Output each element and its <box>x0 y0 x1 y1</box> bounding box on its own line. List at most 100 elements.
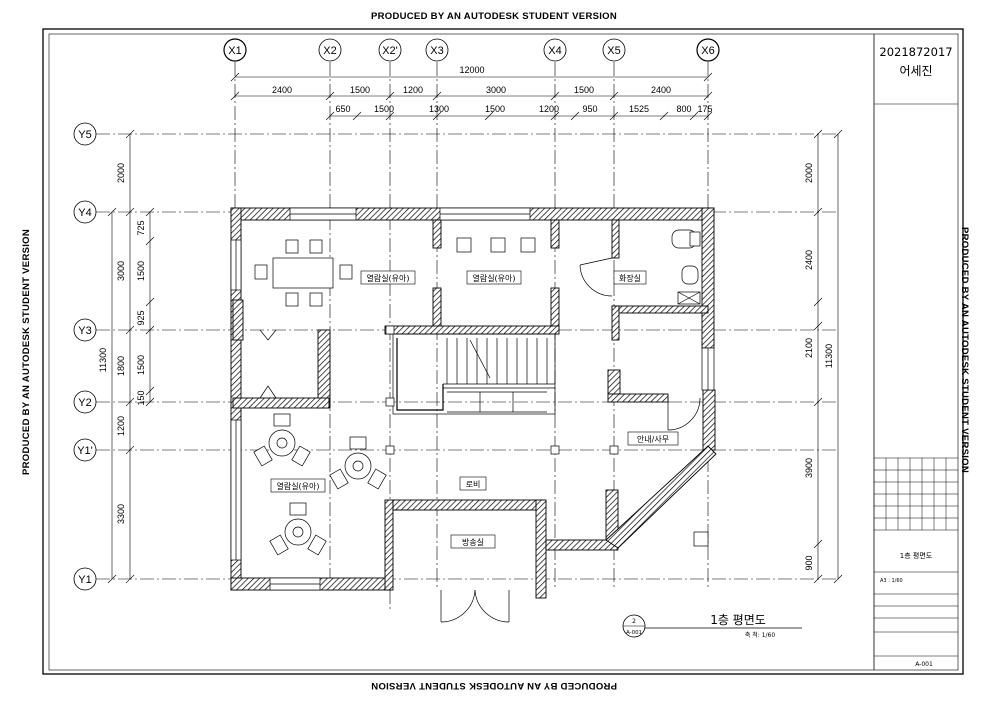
dim-left-3: 1200 <box>116 416 126 436</box>
grid-bubbles-x: X1 X2 X2' X3 X4 X5 X6 <box>223 38 720 62</box>
toilet-fixtures <box>671 229 701 305</box>
grid-bubble-y1p <box>73 438 97 462</box>
dim-right-4: 900 <box>804 555 814 570</box>
dim-left-in-3: 1500 <box>136 355 146 375</box>
dimension-lines-left <box>107 129 155 584</box>
grid-bubble-x2p <box>378 38 402 62</box>
dim-top1-3: 3000 <box>486 85 506 95</box>
grid-label-y4: Y4 <box>78 207 91 219</box>
dim-top2-4: 1200 <box>539 104 559 114</box>
watermark-top: PRODUCED BY AN AUTODESK STUDENT VERSION <box>371 11 617 22</box>
dim-top2-1: 1500 <box>374 104 394 114</box>
student-id: 2021872017 <box>879 45 952 59</box>
grid-label-y1p: Y1' <box>77 445 93 457</box>
dim-top2-7: 800 <box>676 104 691 114</box>
grid-label-x2: X2 <box>323 45 336 57</box>
sheet-border-inner <box>48 33 959 671</box>
room-restroom: 화장실 <box>619 273 641 283</box>
grid-bubble-y2 <box>73 390 97 414</box>
columns <box>385 325 709 547</box>
tb-scale: A3 : 1/60 <box>880 578 903 584</box>
dimension-lines-right <box>813 129 843 584</box>
room-reading-2: 열람실(유아) <box>472 273 515 283</box>
furniture-reading-2 <box>456 237 536 253</box>
watermark-bottom: PRODUCED BY AN AUTODESK STUDENT VERSION <box>371 680 617 691</box>
grid-label-x1: X1 <box>228 45 241 57</box>
grid-bubble-x3 <box>425 38 449 62</box>
room-broadcast: 방송실 <box>462 537 484 547</box>
dim-right-0: 2000 <box>804 163 814 183</box>
dim-top1-0: 2400 <box>272 85 292 95</box>
dim-left-in-4: 150 <box>136 390 146 405</box>
dim-top1-4: 1500 <box>574 85 594 95</box>
dim-top2-5: 950 <box>582 104 597 114</box>
dim-right-2: 2100 <box>804 338 814 358</box>
sheet-border-outer <box>42 28 964 675</box>
grid-bubble-y4 <box>73 200 97 224</box>
dim-left-in-0: 725 <box>136 220 146 235</box>
grid-lines <box>96 62 838 610</box>
drawing-title: 2 A-001 1층 평면도 축 척: 1/60 <box>622 613 802 639</box>
grid-label-y3: Y3 <box>78 325 91 337</box>
grid-label-x6: X6 <box>701 45 714 57</box>
dim-top2-6: 1525 <box>629 104 649 114</box>
dim-top1-5: 2400 <box>651 85 671 95</box>
room-reading-3: 열람실(유아) <box>276 481 319 491</box>
dim-top2-0: 650 <box>335 104 350 114</box>
student-name: 어세진 <box>899 64 932 78</box>
furniture-reading-1 <box>254 239 353 307</box>
watermark-left: PRODUCED BY AN AUTODESK STUDENT VERSION <box>21 229 32 475</box>
section-marker-num: 2 <box>632 618 636 625</box>
grid-label-x5: X5 <box>607 45 620 57</box>
title-block <box>874 103 958 657</box>
grid-bubble-x4 <box>543 38 567 62</box>
grid-label-x4: X4 <box>548 45 561 57</box>
room-info: 안내/사무 <box>637 434 669 444</box>
grid-label-y5: Y5 <box>78 129 91 141</box>
grid-label-y2: Y2 <box>78 397 91 409</box>
dim-right-1: 2400 <box>804 250 814 270</box>
dim-left-2: 1800 <box>116 356 126 376</box>
grid-bubble-y5 <box>73 122 97 146</box>
dim-top2-8: 175 <box>697 104 712 114</box>
room-reading-1: 열람실(유아) <box>366 273 409 283</box>
walls <box>230 207 716 599</box>
grid-bubble-x2 <box>318 38 342 62</box>
grid-bubble-x5 <box>602 38 626 62</box>
section-marker-sheet: A-001 <box>626 630 642 636</box>
grid-label-y1: Y1 <box>78 574 91 586</box>
dim-right-3: 3900 <box>804 458 814 478</box>
dim-left-in-2: 925 <box>136 310 146 325</box>
dim-left-total: 11300 <box>98 348 108 372</box>
dim-left-in-1: 1500 <box>136 261 146 281</box>
stairs <box>392 333 556 415</box>
dim-left-1: 3000 <box>116 261 126 281</box>
dim-top2-2: 1300 <box>429 104 449 114</box>
tb-sheet-no: A-001 <box>915 661 933 668</box>
dim-top-total: 12000 <box>459 65 484 75</box>
grid-bubbles-y: Y5 Y4 Y3 Y2 Y1' Y1 <box>73 122 97 591</box>
windows <box>230 207 715 591</box>
grid-label-x3: X3 <box>430 45 443 57</box>
dim-top1-2: 1200 <box>403 85 423 95</box>
grid-bubble-y3 <box>73 318 97 342</box>
grid-label-x2p: X2' <box>382 45 398 57</box>
furniture-reading-3 <box>253 413 387 556</box>
tb-drawing-name: 1층 평면도 <box>900 551 933 560</box>
grid-bubble-x1 <box>223 38 247 62</box>
dimension-lines-top <box>230 72 713 121</box>
dim-right-total: 11300 <box>824 344 834 368</box>
room-labels: 열람실(유아) 열람실(유아) 화장실 안내/사무 열람실(유아) 로비 방송실 <box>270 270 679 549</box>
angled-wall <box>605 445 717 549</box>
plan-scale: 축 척: 1/60 <box>745 631 776 639</box>
watermark-right: PRODUCED BY AN AUTODESK STUDENT VERSION <box>959 227 970 473</box>
grid-bubble-y1 <box>73 567 97 591</box>
room-lobby: 로비 <box>466 480 481 489</box>
dim-top2-3: 1500 <box>485 104 505 114</box>
plan-title: 1층 평면도 <box>710 613 766 627</box>
dim-left-4: 3300 <box>116 504 126 524</box>
doors <box>259 257 701 623</box>
dim-left-0: 2000 <box>116 163 126 183</box>
grid-bubble-x6 <box>696 38 720 62</box>
